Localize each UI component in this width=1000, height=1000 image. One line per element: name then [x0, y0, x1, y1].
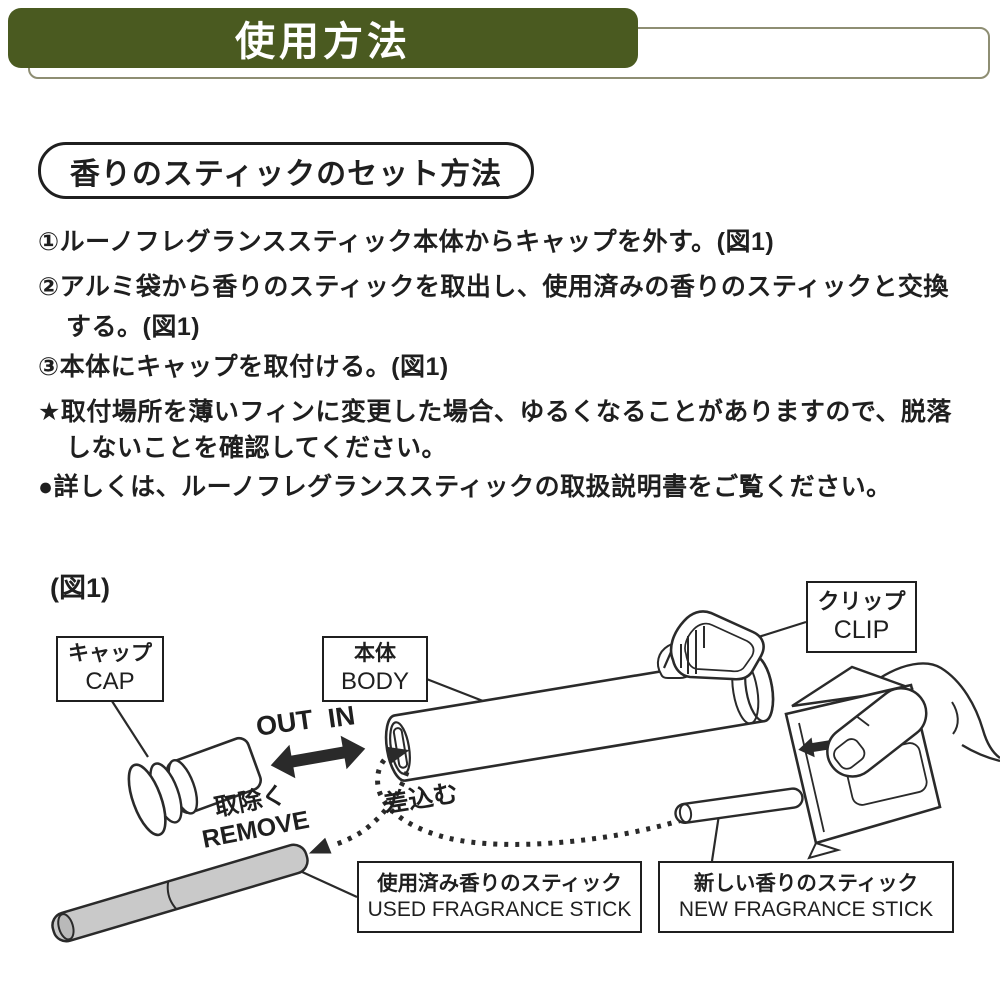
- clip-label-jp: クリップ: [817, 588, 906, 614]
- new-stick-label-box: 新しい香りのスティック NEW FRAGRANCE STICK: [658, 861, 954, 933]
- figure-caption: (図1): [50, 573, 110, 603]
- insert-dotted-arrow: [375, 746, 683, 847]
- instruction-line: ②アルミ袋から香りのスティックを取出し、使用済みの香りのスティックと交換: [38, 273, 949, 301]
- body-label-en: BODY: [340, 668, 409, 696]
- hand-drawing: [879, 662, 1000, 763]
- thumb-drawing: [826, 687, 928, 778]
- cap-label-jp: キャップ: [68, 641, 152, 665]
- used-stick-label-jp: 使用済み香りのスティック: [377, 872, 622, 896]
- instruction-line: ●詳しくは、ルーノフレグランススティックの取扱説明書をご覧ください。: [38, 473, 892, 501]
- cap-label-en: CAP: [85, 668, 135, 696]
- used-stick-drawing: [51, 843, 309, 943]
- new-stick-label-en: NEW FRAGRANCE STICK: [678, 897, 934, 921]
- instruction-line-continuation: しないことを確認してください。: [66, 434, 448, 462]
- body-label-jp: 本体: [354, 641, 396, 665]
- used-stick-label-en: USED FRAGRANCE STICK: [367, 897, 632, 921]
- cap-label-box: キャップ CAP: [56, 636, 164, 702]
- clip-label-box: クリップ CLIP: [806, 581, 917, 653]
- instruction-line: ③本体にキャップを取付ける。(図1): [38, 353, 449, 381]
- header-title-banner: 使用方法: [8, 8, 638, 68]
- instruction-line: ①ルーノフレグランススティック本体からキャップを外す。(図1): [38, 228, 775, 256]
- cap-drawing: [127, 736, 262, 837]
- in-annotation: IN: [325, 700, 357, 734]
- remove-dotted-arrow: [308, 771, 410, 854]
- section-title: 香りのスティックのセット方法: [69, 157, 503, 191]
- new-stick-label-jp: 新しい香りのスティック: [693, 872, 919, 896]
- cap-leader-line: [109, 697, 149, 758]
- new-stick-drawing: [674, 787, 804, 825]
- used-stick-label-box: 使用済み香りのスティック USED FRAGRANCE STICK: [357, 861, 642, 933]
- thumbnail: [833, 738, 866, 770]
- clip-drawing: [656, 610, 765, 681]
- instruction-line-continuation: する。(図1): [66, 313, 201, 341]
- instruction-line: ★取付場所を薄いフィンに変更した場合、ゆるくなることがありますので、脱落: [38, 398, 952, 426]
- used-leader-line: [299, 869, 358, 899]
- clip-label-en: CLIP: [833, 616, 890, 645]
- body-leader-line: [423, 676, 484, 703]
- section-title-pill: 香りのスティックのセット方法: [38, 142, 534, 199]
- page-title: 使用方法: [235, 20, 411, 64]
- body-label-box: 本体 BODY: [322, 636, 428, 702]
- out-in-arrow: [270, 735, 366, 779]
